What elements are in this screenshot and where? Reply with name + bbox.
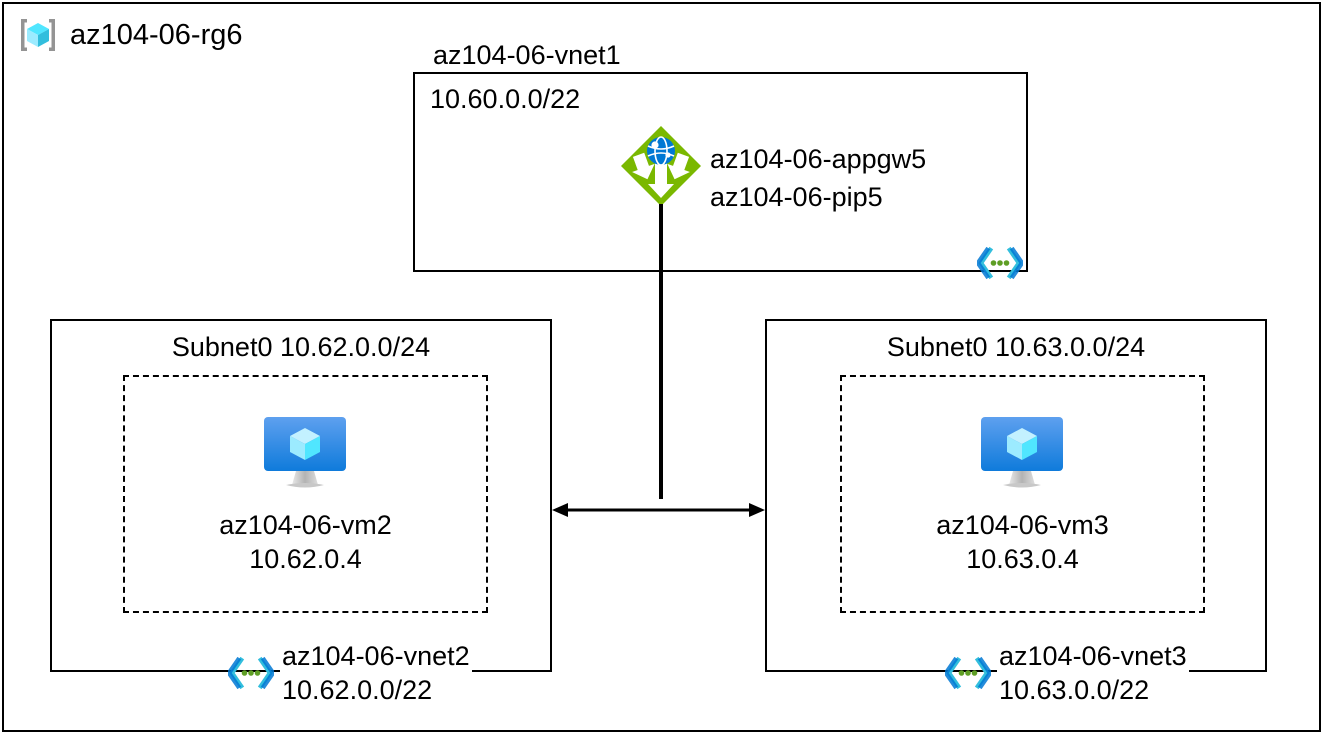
virtual-machine-icon (262, 415, 348, 493)
vnet-peering-arrow (552, 495, 765, 525)
application-gateway-icon (619, 124, 703, 208)
resource-group-header: az104-06-rg6 (18, 16, 243, 54)
vnet3-vm-labels: az104-06-vm3 10.63.0.4 (840, 508, 1205, 576)
virtual-machine-icon (979, 415, 1065, 493)
vnet3-cidr: 10.63.0.0/22 (999, 675, 1150, 705)
public-ip-name: az104-06-pip5 (710, 182, 883, 212)
vnet-icon (975, 246, 1025, 280)
vnet1-cidr: 10.60.0.0/22 (430, 84, 581, 114)
gateway-to-peering-line (659, 204, 663, 499)
vnet3-badge: az104-06-vnet3 10.63.0.0/22 (943, 639, 1189, 707)
app-gateway-name: az104-06-appgw5 (710, 144, 927, 174)
vnet1-box (413, 72, 1028, 272)
vnet3-vm-ip: 10.63.0.4 (966, 544, 1079, 574)
vnet2-subnet-dashed-rect (123, 375, 488, 613)
vnet-icon (943, 656, 993, 690)
vnet3-subnet-title: Subnet0 10.63.0.0/24 (886, 332, 1146, 362)
vnet2-subnet-title: Subnet0 10.62.0.0/24 (171, 332, 431, 362)
vnet2-vm-ip: 10.62.0.4 (249, 544, 362, 574)
resource-group-cube-icon (18, 16, 58, 54)
vnet3-badge-text: az104-06-vnet3 10.63.0.0/22 (997, 639, 1189, 707)
vnet-icon (226, 656, 276, 690)
vnet2-name: az104-06-vnet2 (282, 641, 470, 671)
vnet1-name: az104-06-vnet1 (433, 40, 621, 70)
vnet3-subnet-dashed-rect (840, 375, 1205, 613)
vnet2-vm-name: az104-06-vm2 (219, 510, 392, 540)
app-gateway-labels: az104-06-appgw5 az104-06-pip5 (710, 140, 926, 216)
vnet2-badge-text: az104-06-vnet2 10.62.0.0/22 (280, 639, 472, 707)
vnet2-cidr: 10.62.0.0/22 (282, 675, 433, 705)
resource-group-name: az104-06-rg6 (70, 18, 243, 51)
vnet2-badge: az104-06-vnet2 10.62.0.0/22 (226, 639, 472, 707)
vnet3-name: az104-06-vnet3 (999, 641, 1187, 671)
vnet3-vm-name: az104-06-vm3 (936, 510, 1109, 540)
vnet2-vm-labels: az104-06-vm2 10.62.0.4 (123, 508, 488, 576)
